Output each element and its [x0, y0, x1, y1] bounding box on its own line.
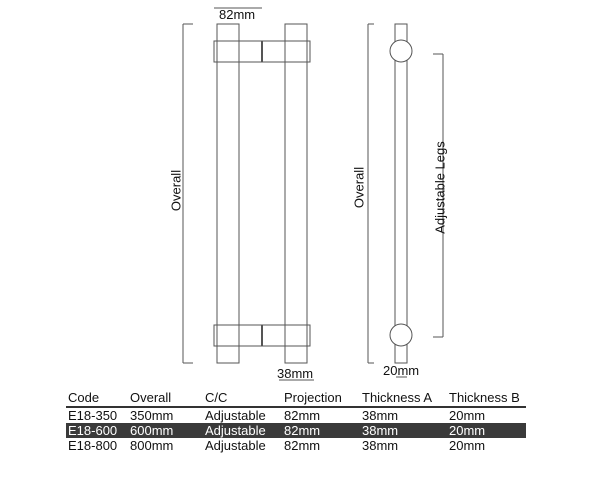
adjustable-legs-dimension-line: [433, 53, 444, 338]
front-overall-dimension-line: [182, 23, 193, 364]
cell-thickness-b: 20mm: [449, 408, 486, 423]
adjustable-legs-label: Adjustable Legs: [432, 141, 448, 234]
header-thickness-a: Thickness A: [360, 389, 447, 408]
side-overall-label: Overall: [351, 166, 367, 209]
cell-code: E18-600: [66, 423, 128, 438]
cell-overall: 600mm: [128, 423, 203, 438]
cell-thickness-b: 20mm: [447, 423, 526, 438]
cell-projection: 82mm: [282, 423, 360, 438]
front-overall-label: Overall: [168, 169, 184, 212]
header-cc: C/C: [203, 389, 282, 408]
cell-cc: Adjustable: [205, 408, 266, 423]
table-header-row: Code Overall C/C Projection Thickness A …: [66, 389, 526, 408]
cell-projection: 82mm: [284, 408, 321, 423]
bottom-leg: [216, 324, 308, 347]
table-row-highlighted: E18-600 600mm Adjustable 82mm 38mm 20mm: [66, 423, 526, 438]
header-code: Code: [66, 389, 128, 408]
header-thickness-b: Thickness B: [447, 389, 526, 408]
cell-code: E18-350: [68, 408, 118, 423]
side-handle-bar: [389, 23, 413, 364]
cell-thickness-a: 38mm: [362, 408, 399, 423]
left-handle-bar: [213, 23, 240, 364]
cell-code: E18-800: [68, 438, 118, 453]
table-row: E18-800 800mm Adjustable 82mm 38mm 20mm: [66, 438, 526, 453]
cell-thickness-a: 38mm: [360, 423, 447, 438]
specification-table: Code Overall C/C Projection Thickness A …: [66, 389, 526, 453]
bar-thickness-label: 38mm: [277, 366, 314, 381]
width-label: 82mm: [219, 7, 256, 22]
cell-projection: 82mm: [284, 438, 321, 453]
side-thickness-label: 20mm: [383, 363, 420, 378]
cell-overall: 800mm: [130, 438, 174, 453]
top-leg: [216, 40, 308, 63]
right-handle-bar: [284, 23, 311, 364]
cell-thickness-a: 38mm: [362, 438, 399, 453]
cell-cc: Adjustable: [205, 438, 266, 453]
table-row: E18-350 350mm Adjustable 82mm 38mm 20mm: [66, 407, 526, 423]
header-overall: Overall: [128, 389, 203, 408]
header-projection: Projection: [282, 389, 360, 408]
cell-cc: Adjustable: [203, 423, 282, 438]
side-overall-dimension-line: [367, 23, 374, 364]
cell-overall: 350mm: [130, 408, 174, 423]
cell-thickness-b: 20mm: [449, 438, 486, 453]
